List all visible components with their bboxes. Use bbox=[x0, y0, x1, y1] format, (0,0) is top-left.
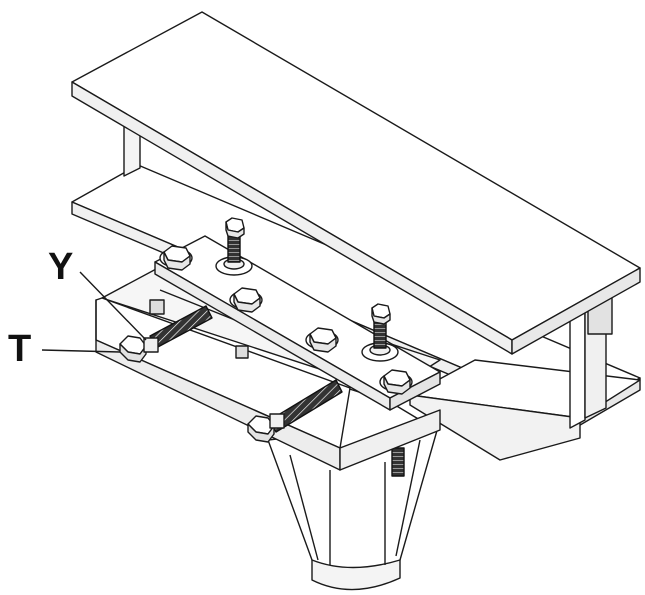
callout-label-y: Y bbox=[48, 246, 74, 288]
hex-nut-4 bbox=[379, 369, 413, 395]
callout-label-t: T bbox=[8, 328, 32, 370]
hex-bolt-upright-2 bbox=[361, 303, 399, 362]
leader-line-y bbox=[79, 271, 147, 341]
plate-fasteners bbox=[159, 217, 413, 395]
hex-nut-1 bbox=[159, 245, 193, 271]
leader-line-t bbox=[41, 349, 121, 353]
side-nut-2 bbox=[247, 413, 285, 443]
support-post bbox=[267, 419, 441, 591]
hex-bolt-upright-1 bbox=[215, 217, 253, 276]
threaded-rod-vertical bbox=[391, 447, 405, 477]
hex-nut-2 bbox=[229, 287, 263, 313]
side-nut-t bbox=[119, 335, 159, 363]
side-nuts bbox=[119, 335, 285, 443]
hex-nut-3 bbox=[305, 327, 339, 353]
